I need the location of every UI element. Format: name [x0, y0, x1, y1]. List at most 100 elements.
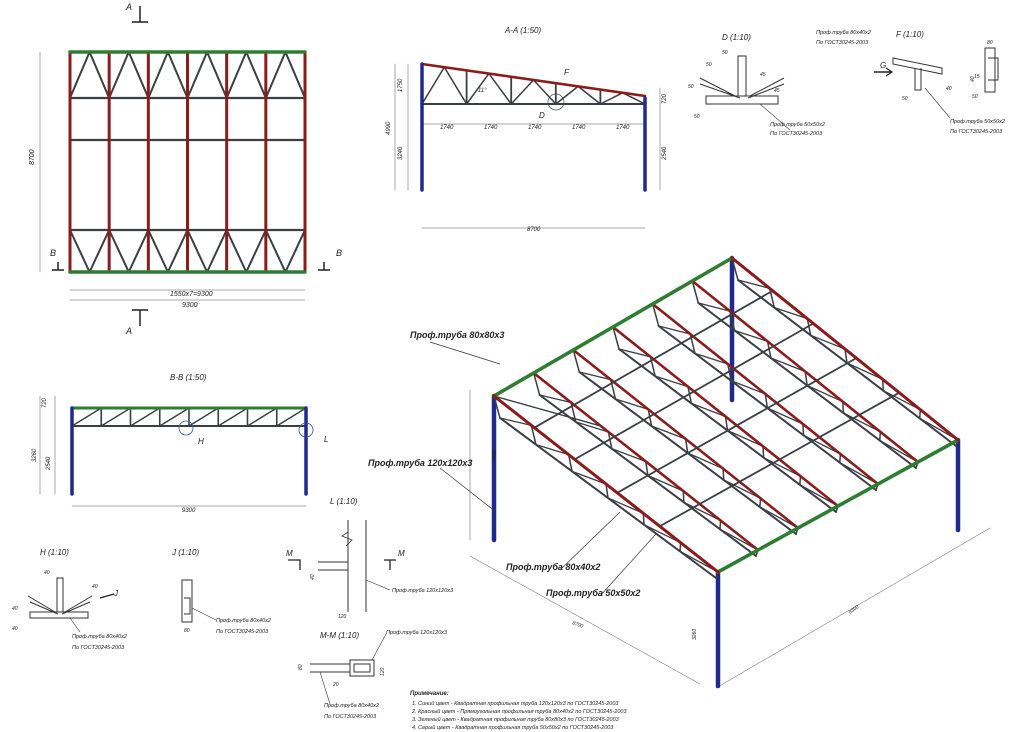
bb-dim-top: 720 — [42, 397, 48, 408]
detail-j-title: J (1:10) — [171, 548, 199, 557]
aa-dim-post: 2540 — [662, 146, 668, 161]
mm-dim-20: 20 — [332, 682, 339, 688]
brace — [493, 395, 602, 427]
l-mark-right: M — [398, 549, 405, 558]
web-vertical — [764, 393, 769, 409]
aa-callout-f: F — [564, 68, 570, 77]
purlin — [573, 322, 815, 461]
brace — [284, 229, 306, 273]
detail-mm-title: M-M (1:10) — [320, 631, 359, 640]
section-arrow-right — [318, 262, 330, 271]
web-diagonal — [654, 375, 689, 388]
brace — [206, 51, 228, 99]
bb-callout-l: L — [324, 435, 328, 444]
plan-mark-right: B — [336, 248, 342, 258]
plan-section-mark-top: A — [125, 2, 132, 12]
f-note-1: Проф.труба 50x50x2 — [950, 119, 1005, 125]
iso-dim-col: 3260 — [692, 629, 698, 640]
l-mark-left: M — [286, 549, 293, 558]
brace — [225, 51, 248, 99]
mm-note-top: Проф.труба 120x120x3 — [386, 630, 448, 636]
brace — [88, 51, 111, 99]
d-dim-3: 50 — [694, 114, 700, 120]
web-diagonal — [683, 501, 722, 522]
h-view-j: J — [113, 589, 119, 598]
web-diagonal — [217, 407, 249, 427]
detail-mm: M-M (1:10) 80 20 120 Проф.труба 120x120x… — [298, 630, 448, 720]
web-diagonal — [555, 85, 579, 105]
web-diagonal — [607, 497, 644, 514]
ridge-beam — [492, 256, 734, 398]
brace — [284, 51, 306, 99]
l-dim-side: 40 — [310, 574, 316, 580]
aa-dim-total: 4990 — [386, 121, 392, 135]
brace — [147, 51, 169, 99]
web-diagonal — [737, 279, 771, 289]
l-dim-bottom: 120 — [338, 614, 347, 620]
dim-line — [469, 555, 701, 685]
d-dim-6: 45 — [774, 88, 780, 94]
d-dim-5: 50 — [688, 84, 694, 90]
rafter — [532, 371, 760, 552]
brace — [127, 51, 150, 99]
detail-d-title: D (1:10) — [722, 33, 751, 42]
aa-dim-angle: 11° — [478, 88, 487, 94]
edge-beam — [492, 394, 720, 574]
web-diagonal — [846, 362, 884, 380]
web-vertical — [647, 408, 653, 427]
web-diagonal — [71, 407, 102, 427]
web-vertical — [530, 424, 537, 446]
web-diagonal — [687, 452, 724, 470]
web-vertical — [691, 280, 700, 304]
web-diagonal — [650, 425, 687, 440]
brace — [264, 229, 287, 273]
web-vertical — [682, 490, 685, 504]
mm-note-1: Проф.труба 80x40x2 — [324, 703, 379, 709]
web-diagonal — [690, 402, 727, 418]
web-vertical — [844, 348, 848, 364]
web-diagonal — [100, 407, 132, 427]
web-diagonal — [575, 421, 610, 433]
brace — [69, 229, 91, 273]
bb-dim-width: 9300 — [182, 508, 196, 514]
web-vertical — [804, 370, 808, 387]
detail-f-title: F (1:10) — [896, 30, 924, 39]
web-diagonal — [577, 85, 602, 105]
web-diagonal — [733, 329, 769, 342]
web-vertical — [684, 438, 689, 454]
web-diagonal — [499, 417, 532, 426]
edge-beam — [730, 256, 960, 442]
bb-dim-post: 2540 — [46, 456, 52, 471]
plan-dim-pitch: 1550x7=9300 — [170, 291, 213, 298]
detail-circle-d — [547, 93, 565, 111]
aa-dim-column: 3240 — [398, 146, 404, 160]
web-diagonal — [614, 398, 649, 410]
web-vertical — [722, 467, 725, 481]
mm-note-2: По ГОСТ30245-2003 — [324, 714, 377, 720]
iso-dim-width: 9300 — [848, 604, 861, 616]
web-diagonal — [488, 72, 512, 105]
web-diagonal — [810, 334, 846, 350]
web-diagonal — [726, 429, 764, 447]
section-bb-labels: B-B (1:50) 720 3260 2540 9300 H L — [32, 373, 328, 514]
section-arrow-top — [132, 6, 148, 23]
rafter — [651, 302, 880, 486]
web-diagonal — [421, 66, 446, 105]
web-vertical — [572, 349, 581, 373]
mm-dim-120: 120 — [380, 667, 386, 676]
web-diagonal — [621, 92, 646, 105]
notes-line-4: 4. Серый цвет - Квадратная профильная тр… — [412, 724, 614, 731]
brace — [245, 229, 267, 273]
iso-label-80x80: Проф.труба 80x80x3 — [410, 330, 504, 340]
web-diagonal — [535, 444, 570, 456]
plan-view — [39, 50, 307, 301]
bb-callout-h: H — [198, 437, 204, 446]
web-diagonal — [763, 457, 802, 477]
detail-j: J (1:10) 80 Проф.труба 80x40x2 По ГОСТ30… — [171, 548, 271, 635]
web-diagonal — [697, 302, 731, 312]
aa-dim-ridge: 1750 — [398, 78, 404, 92]
web-diagonal — [618, 348, 652, 358]
f-dim-40b: 40 — [946, 86, 952, 92]
brace — [147, 229, 169, 273]
aa-seg-3: 1740 — [528, 125, 542, 131]
